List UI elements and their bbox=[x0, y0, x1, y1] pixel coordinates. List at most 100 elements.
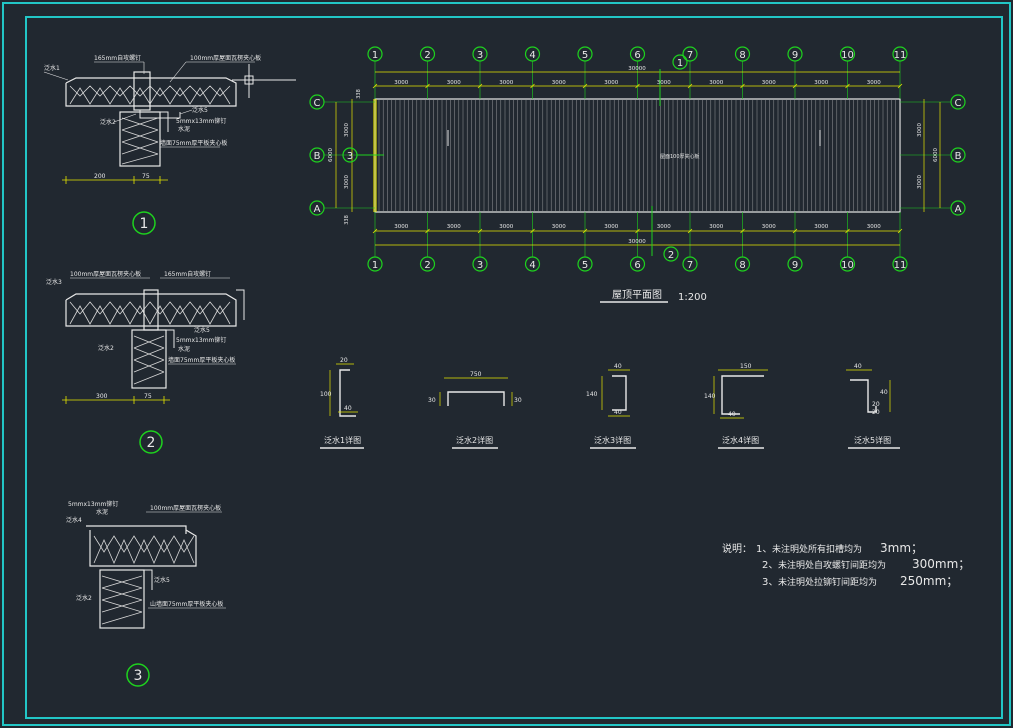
span-dim-bottom: 3000 bbox=[447, 224, 461, 230]
note-1-num: 1、 bbox=[756, 544, 772, 555]
detail-3-wall-panel bbox=[99, 569, 145, 629]
axis-bubble-bottom bbox=[734, 256, 751, 272]
detail-1-wall-flashing bbox=[160, 111, 169, 132]
span-dim-top: 3000 bbox=[394, 80, 408, 86]
axis-bubble-bottom bbox=[787, 256, 803, 272]
axis-label-left: B bbox=[314, 151, 321, 162]
axis-label-top: 2 bbox=[424, 50, 430, 61]
side-dim-left-2: 3000 bbox=[344, 175, 350, 189]
detail-3-label-flash5: 泛水5 bbox=[154, 576, 170, 584]
detail-3-wall-hatch bbox=[101, 575, 143, 625]
detail-2-label-flash5: 泛水5 bbox=[194, 326, 210, 334]
axis-label-bottom: 11 bbox=[894, 260, 907, 271]
flashing-1-dim-a: 20 bbox=[340, 357, 348, 364]
note-3-num: 3、 bbox=[762, 577, 778, 588]
axis-bubble-bottom bbox=[577, 256, 593, 272]
axis-bubble-bottom bbox=[629, 256, 646, 272]
detail-1-label-wall: 墙面75mm厚平板夹心板 bbox=[160, 139, 227, 147]
detail-1-label-rivet: 5mmx13mm铆钉 bbox=[176, 117, 226, 125]
detail-2-wall-flashing bbox=[166, 329, 175, 348]
detail-3-number-circle bbox=[126, 663, 150, 687]
detail-3-number: 3 bbox=[134, 668, 143, 684]
span-dim-bottom: 3000 bbox=[867, 224, 881, 230]
axis-bubble-top bbox=[839, 46, 856, 62]
axis-label-right: C bbox=[955, 98, 962, 109]
detail-1-dim-200: 200 bbox=[94, 173, 106, 180]
flashing-5-dim-c: 20 bbox=[872, 401, 880, 408]
detail-1-label-cement: 水泥 bbox=[178, 125, 190, 133]
detail-2-wall-hatch bbox=[133, 335, 165, 385]
axis-bubble-top bbox=[682, 46, 698, 62]
detail-1-label-screw: 165mm自攻螺钉 bbox=[94, 54, 141, 62]
detail-2-label-flash2: 泛水2 bbox=[98, 344, 114, 352]
detail-3-roof-hatch bbox=[93, 538, 195, 565]
axis-bubble-bottom bbox=[682, 256, 698, 272]
detail-2-dim-300: 300 bbox=[96, 393, 108, 400]
axis-bubble-top bbox=[419, 46, 436, 62]
total-dim-bottom: 30000 bbox=[628, 239, 646, 245]
axis-bubble-bottom bbox=[367, 256, 383, 272]
note-2-text: 未注明处自攻螺钉间距均为 bbox=[778, 559, 886, 571]
span-dim-top: 3000 bbox=[499, 80, 513, 86]
axis-label-left: A bbox=[314, 204, 321, 215]
detail-2-dim-75: 75 bbox=[144, 393, 152, 400]
flashing-5-dim-d: 20 bbox=[872, 409, 880, 416]
detail-2-label-flash3: 泛水3 bbox=[46, 278, 62, 286]
flashing-3-caption: 泛水3详图 bbox=[594, 435, 631, 445]
detail-1-label-flash1: 泛水1 bbox=[44, 64, 60, 72]
detail-1-wall-panel bbox=[119, 111, 161, 167]
notes-heading: 说明： bbox=[722, 542, 752, 555]
axis-bubble-top bbox=[367, 46, 383, 62]
span-dim-bottom: 3000 bbox=[814, 224, 828, 230]
detail-1-roof-panel bbox=[65, 77, 237, 107]
flashing-5-caption: 泛水5详图 bbox=[854, 435, 891, 445]
edge-dim-bottom: 338 bbox=[344, 215, 350, 225]
axis-bubble-right bbox=[950, 94, 966, 110]
detail-1-wall-hatch bbox=[121, 117, 159, 165]
axis-label-top: 5 bbox=[582, 50, 588, 61]
flashing-4: 150 140 40 泛水4详图 bbox=[704, 363, 768, 449]
side-dim-left-total: 6000 bbox=[328, 148, 334, 162]
span-dim-top: 3000 bbox=[657, 80, 671, 86]
detail-1-leader-flash1 bbox=[43, 71, 69, 81]
flashing-2-caption: 泛水2详图 bbox=[456, 435, 493, 445]
span-dim-top: 3000 bbox=[552, 80, 566, 86]
detail-1-ridge-cap bbox=[133, 71, 151, 111]
note-3-text: 未注明处拉铆钉间距均为 bbox=[778, 576, 877, 588]
flashing-5-dim-a: 40 bbox=[854, 363, 862, 370]
axis-label-top: 1 bbox=[372, 50, 378, 61]
flashing-1: 20 100 40 泛水1详图 bbox=[320, 357, 364, 449]
axis-bubble-left bbox=[309, 147, 325, 163]
detail-1-number: 1 bbox=[140, 216, 149, 232]
detail-2: 泛水3 100mm厚屋面瓦楞夹心板 165mm自攻螺钉 泛水5 5mmx13mm… bbox=[46, 270, 245, 454]
flashing-3-dim-a: 40 bbox=[614, 363, 622, 370]
flashing-4-dim-b: 140 bbox=[704, 393, 716, 400]
flashing-4-caption: 泛水4详图 bbox=[722, 435, 759, 445]
detail-3-label-wall: 山墙面75mm厚平板夹心板 bbox=[150, 600, 223, 608]
flashing-1-caption: 泛水1详图 bbox=[324, 435, 361, 445]
roof-center-label: 屋面100厚夹心板 bbox=[660, 153, 700, 160]
axis-bubble-top bbox=[892, 46, 908, 62]
side-dim-right-total: 6000 bbox=[933, 148, 939, 162]
plan-scale: 1:200 bbox=[678, 292, 707, 303]
detail-1-dim-75: 75 bbox=[142, 173, 150, 180]
flashing-1-dim-c: 40 bbox=[344, 405, 352, 412]
flashing-4-dim-a: 150 bbox=[740, 363, 752, 370]
span-dim-top: 3000 bbox=[709, 80, 723, 86]
flashing-4-shape bbox=[721, 375, 764, 415]
detail-3-label-flash4: 泛水4 bbox=[66, 516, 82, 524]
side-dim-right-1: 3000 bbox=[917, 123, 923, 137]
flashing-5: 40 40 20 20 泛水5详图 bbox=[846, 363, 900, 449]
edge-dim-top: 338 bbox=[356, 89, 362, 99]
span-dim-top: 3000 bbox=[867, 80, 881, 86]
axis-label-top: 6 bbox=[634, 50, 640, 61]
flashing-5-dim-b: 40 bbox=[880, 389, 888, 396]
flashing-2-dim-a: 750 bbox=[470, 371, 482, 378]
span-dim-bottom: 3000 bbox=[394, 224, 408, 230]
axis-label-right: B bbox=[955, 151, 962, 162]
detail-2-roof-hatch bbox=[69, 305, 231, 325]
axis-bubble-bottom bbox=[419, 256, 436, 272]
axis-bubble-top bbox=[787, 46, 803, 62]
axis-label-left: C bbox=[314, 98, 321, 109]
